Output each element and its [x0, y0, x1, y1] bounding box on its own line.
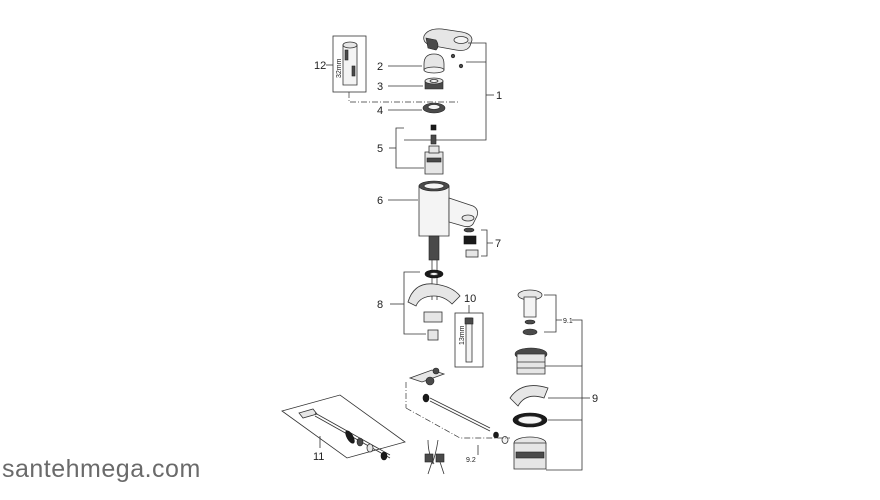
callout-11: 12: [314, 60, 326, 72]
part-10-dimension: 13mm: [459, 325, 466, 345]
part-6-tap-body: 6: [377, 180, 478, 300]
callout-9-1: 9.1: [563, 318, 573, 325]
callout-8: 8: [377, 299, 383, 311]
callout-10: 10: [464, 293, 476, 305]
callout-3: 3: [377, 81, 383, 93]
part-9-waste: 9.1 9 9.2: [405, 289, 598, 475]
part-3-nut: 3: [377, 77, 444, 93]
callout-9: 9: [592, 393, 598, 405]
part-4-ring: 4: [377, 102, 446, 117]
watermark-text: santehmega.com: [2, 455, 201, 483]
part-7-aerator: 7: [463, 227, 501, 258]
callout-1: 1: [496, 90, 502, 102]
mounting-horseshoe: [407, 283, 461, 307]
callout-9-2: 9.2: [466, 457, 476, 464]
part-11-box: [332, 35, 367, 93]
part-2-cap: 2: [377, 53, 445, 74]
part-1-handle: 1: [404, 28, 502, 141]
part-11-tool: 32mm 12: [314, 35, 459, 103]
set-screw: [450, 53, 456, 59]
part-5-cartridge: 5: [377, 124, 444, 175]
part-8-mounting: 8: [377, 269, 461, 341]
part-11-dimension: 32mm: [336, 58, 343, 78]
callout-2: 2: [377, 61, 383, 73]
callout-6: 6: [377, 195, 383, 207]
part-10-tool: 13mm 10: [454, 293, 484, 368]
callout-7: 7: [495, 238, 501, 250]
callout-12: 11: [313, 451, 324, 463]
part-12-extension-rod: 11: [281, 394, 406, 463]
callout-5: 5: [377, 143, 383, 155]
callout-4: 4: [377, 105, 383, 117]
